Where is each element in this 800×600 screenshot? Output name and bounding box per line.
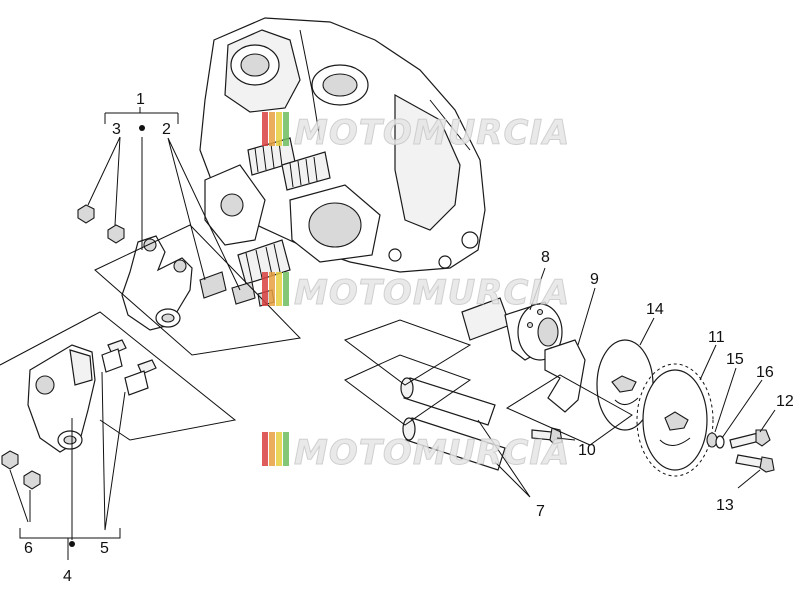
camshaft	[461, 297, 563, 361]
nut-part-3	[77, 204, 125, 244]
watermark-stripe	[283, 272, 289, 306]
washers	[706, 432, 725, 449]
watermark-stripe	[269, 112, 275, 146]
watermark-2: MOTOMURCIA	[262, 272, 570, 314]
rocker-arm-lower	[27, 344, 96, 453]
callout-11: 11	[708, 329, 725, 346]
callout-2: 2	[162, 121, 171, 138]
watermark-text-2: MOTOMURCIA	[294, 273, 570, 313]
leader-lines	[0, 107, 776, 560]
watermark-stripe	[262, 112, 268, 146]
watermark-stripe	[262, 272, 268, 306]
watermark-stripe	[262, 432, 268, 466]
watermark-stripe	[276, 112, 282, 146]
watermark-1: MOTOMURCIA	[262, 112, 570, 154]
rocker-arm-upper	[121, 235, 193, 331]
bullet-dot-4	[69, 541, 75, 547]
watermark-3: MOTOMURCIA	[262, 432, 570, 474]
bolt-part-10	[531, 427, 563, 445]
watermark-stripe	[276, 432, 282, 466]
watermark-stripe	[283, 432, 289, 466]
callout-6: 6	[24, 540, 33, 557]
watermark-stripe	[283, 112, 289, 146]
callout-3: 3	[112, 121, 121, 138]
callout-13: 13	[716, 497, 734, 514]
callout-8: 8	[541, 249, 550, 266]
callout-1: 1	[136, 91, 145, 108]
callout-16: 16	[756, 364, 774, 381]
timing-disc	[596, 339, 654, 431]
nut-part-6	[1, 450, 41, 490]
callout-7: 7	[536, 503, 545, 520]
sprocket-bolts	[729, 429, 775, 473]
watermark-text-3: MOTOMURCIA	[294, 433, 570, 473]
callout-4: 4	[63, 568, 72, 585]
callout-14: 14	[646, 301, 664, 318]
callout-5: 5	[100, 540, 109, 557]
watermark-stripe	[269, 272, 275, 306]
rocker-pins	[400, 377, 506, 471]
retaining-plate	[544, 339, 586, 413]
callout-9: 9	[590, 271, 599, 288]
watermark-stripe	[269, 432, 275, 466]
rocker-shafts	[101, 339, 157, 396]
callout-15: 15	[726, 351, 744, 368]
callout-10: 10	[578, 442, 596, 459]
callout-labels: 1 2 3 4 5 6 7 8 9 10 11 12 13 14 15 16	[24, 91, 794, 585]
callout-12: 12	[776, 393, 794, 410]
cylinder-head	[199, 17, 486, 273]
watermark-text-1: MOTOMURCIA	[294, 113, 570, 153]
bullet-dot-1	[139, 125, 145, 131]
watermark-stripe	[276, 272, 282, 306]
camshaft-sprocket	[636, 363, 714, 477]
